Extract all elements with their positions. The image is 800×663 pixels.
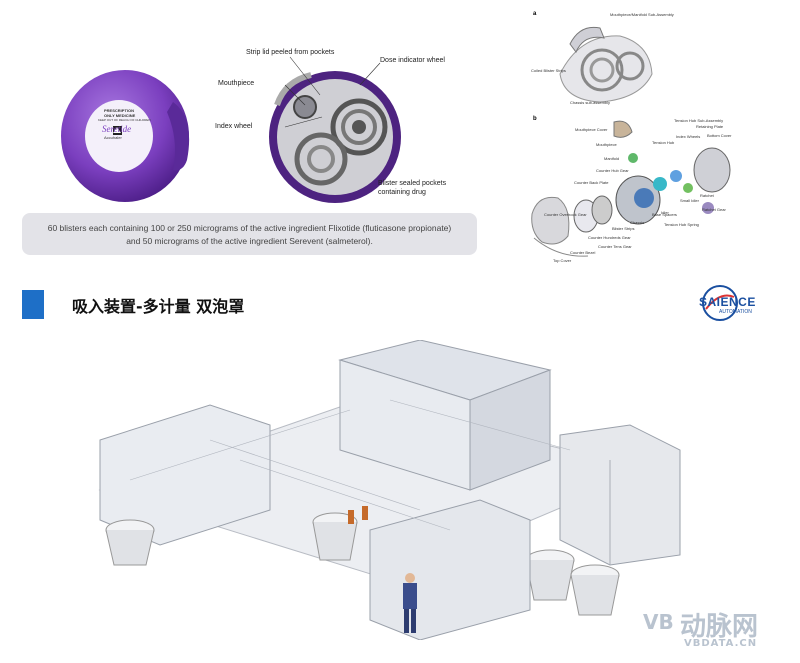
panel-a-label: a (533, 11, 537, 17)
b-label: Index Wheels (676, 134, 701, 139)
assembly-view-b (531, 120, 731, 257)
strip-lid-label: Strip lid peeled from pockets (246, 49, 335, 56)
b-label: Manifold (604, 156, 620, 161)
assembly-view-a (559, 26, 653, 103)
b-label: Blister Strips (612, 226, 635, 231)
inhaler-label-line: ONLY MEDICINE (104, 113, 136, 118)
logo-name: SAIENCE (699, 295, 756, 309)
panel-b-label: b (533, 116, 537, 122)
inhaler-cross-section (269, 71, 401, 203)
b-label: Ratchet Gear (702, 207, 726, 212)
caption-box: 60 blisters each containing 100 or 250 m… (22, 213, 477, 255)
inhaler-label-line: PRESCRIPTION (104, 108, 135, 113)
section-title: 吸入装置-多计量 双泡罩 (72, 297, 245, 316)
b-label: Counter Back Plate (574, 180, 609, 185)
b-label: Small Idler (680, 198, 699, 203)
inhaler-brand-sub: Accuhaler (104, 135, 122, 140)
blister-pockets-label: containing drug (378, 189, 426, 196)
caption-line-1: 60 blisters each containing 100 or 250 m… (47, 223, 452, 233)
b-label: Mouthpiece (596, 142, 617, 147)
b-label: Counter Overhook Gear (544, 212, 587, 217)
inhaler-photo (61, 70, 190, 202)
b-label: Counter Bezel (570, 250, 596, 255)
caption-line-2: and 50 micrograms of the active ingredie… (126, 236, 373, 246)
b-label: Idler (661, 210, 669, 215)
mouthpiece-label: Mouthpiece (218, 80, 255, 87)
b-label: Chassis (630, 220, 645, 225)
watermark-url: VBDATA.CN (684, 638, 758, 649)
watermark-cn: 动脉网 (680, 612, 759, 642)
a-label: Chassis sub-assembly (570, 100, 611, 105)
b-label: Tension Hub Sub-Assembly (674, 118, 724, 123)
b-label: Counter Hub Gear (596, 168, 629, 173)
b-label: Counter Hundreds Gear (588, 235, 631, 240)
blister-pockets-label: Blister sealed pockets (378, 180, 447, 187)
watermark-icon: VB (643, 610, 674, 634)
b-label: Tension Hub (652, 140, 675, 145)
inhaler-brand: Seretide (102, 124, 132, 134)
section-title-marker (22, 290, 44, 319)
inhaler-label-line: KEEP OUT OF REACH OF CHILDREN (98, 118, 151, 122)
a-label: Mouthpiece/Manifold Sub-Assembly (610, 12, 674, 17)
b-label: Bottom Cover (707, 133, 732, 138)
a-label: Coiled Blister Strips (531, 68, 566, 73)
saience-logo-icon (702, 285, 738, 321)
b-label: Tension Hub Spring (664, 222, 699, 227)
b-label: Retaining Plate (696, 124, 724, 129)
production-line-render (98, 340, 681, 640)
leader-lines (284, 56, 381, 128)
logo-sub: AUTOMATION (719, 309, 752, 315)
b-label: Mouthpiece Cover (575, 127, 608, 132)
b-label: Ratchet (700, 193, 714, 198)
b-label: Base Spacers (652, 212, 677, 217)
b-label: Top Cover (553, 258, 572, 263)
b-label: Counter Tens Gear (598, 244, 632, 249)
dose-indicator-label: Dose indicator wheel (380, 57, 445, 64)
index-wheel-label: Index wheel (215, 123, 253, 130)
